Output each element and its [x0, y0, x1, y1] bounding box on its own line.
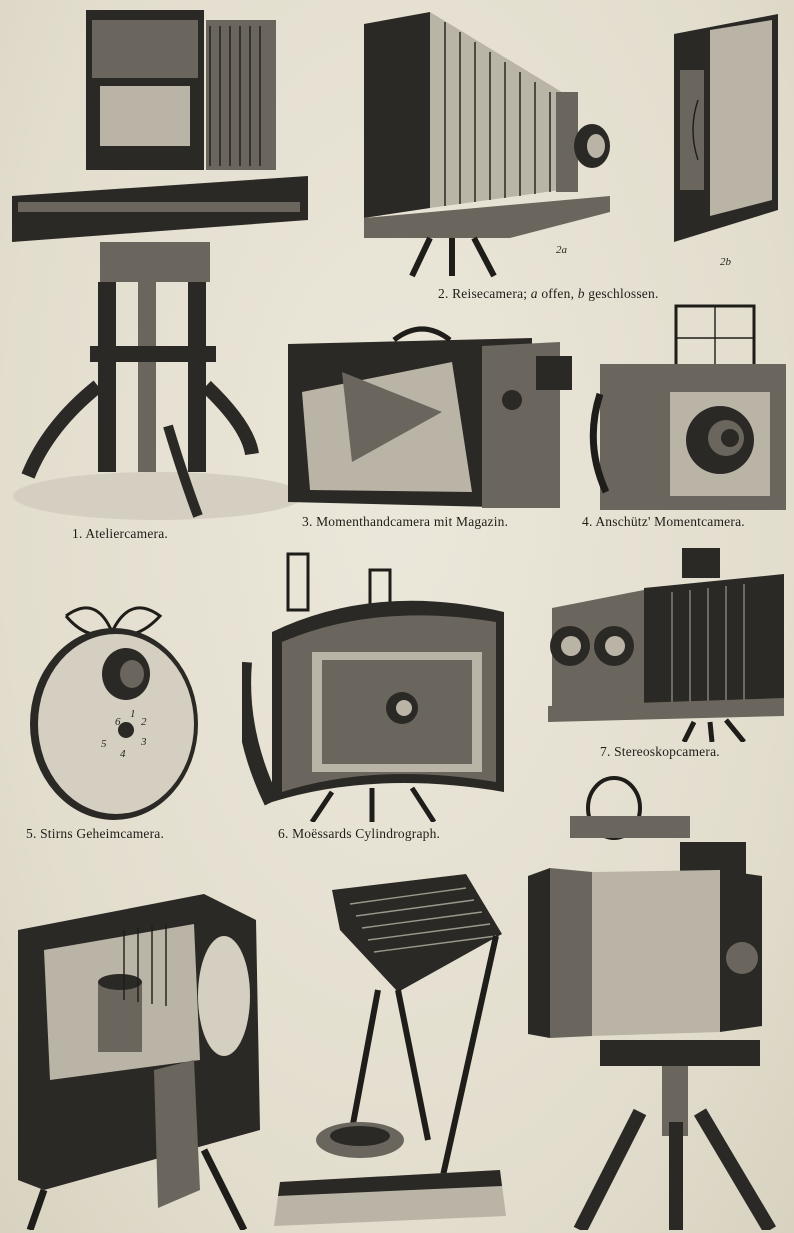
dial-number-2: 2: [141, 716, 147, 728]
caption-figure-7: 7. Stereoskopcamera.: [600, 744, 720, 759]
caption-figure-1: 1. Ateliercamera.: [72, 526, 168, 541]
figure-roll-film-camera: [4, 890, 268, 1230]
figure-hand-camera-magazine: [282, 322, 582, 510]
caption-figure-3: 3. Momenthandcamera mit Magazin.: [302, 514, 509, 529]
figure-stereoscopic-camera: [544, 546, 790, 742]
figure-moessard-cylindrograph: [242, 552, 510, 822]
caption-figure-5: 5. Stirns Geheimcamera.: [26, 826, 165, 841]
caption-figure-6: 6. Moëssards Cylindrograph.: [278, 826, 441, 841]
figure-anschutz-camera: [586, 304, 790, 510]
figure-atelier-camera: [8, 6, 313, 522]
dial-number-3: 3: [141, 736, 147, 748]
sublabel-2b: 2b: [720, 256, 731, 268]
caption-2-a: a: [530, 286, 538, 301]
sublabel-2a: 2a: [556, 244, 567, 256]
figure-travel-camera-closed: [668, 10, 786, 246]
dial-number-4: 4: [120, 748, 126, 760]
caption-figure-2: 2. Reisecamera; a offen, b geschlossen.: [438, 286, 659, 302]
caption-2-closed: geschlossen.: [588, 286, 659, 301]
caption-2-b: b: [577, 286, 585, 301]
caption-figure-4: 4. Anschütz' Momentcamera.: [582, 514, 745, 529]
figure-survey-camera: [520, 772, 792, 1230]
dial-number-1: 1: [130, 708, 136, 720]
figure-travel-camera-open: [360, 8, 614, 278]
caption-2-open: offen,: [541, 286, 575, 301]
dial-number-5: 5: [101, 738, 107, 750]
dial-number-6: 6: [115, 716, 121, 728]
figure-stand-copy-camera: [270, 870, 510, 1230]
figure-stirn-secret-camera: [26, 598, 200, 822]
caption-2-title: 2. Reisecamera;: [438, 286, 528, 301]
